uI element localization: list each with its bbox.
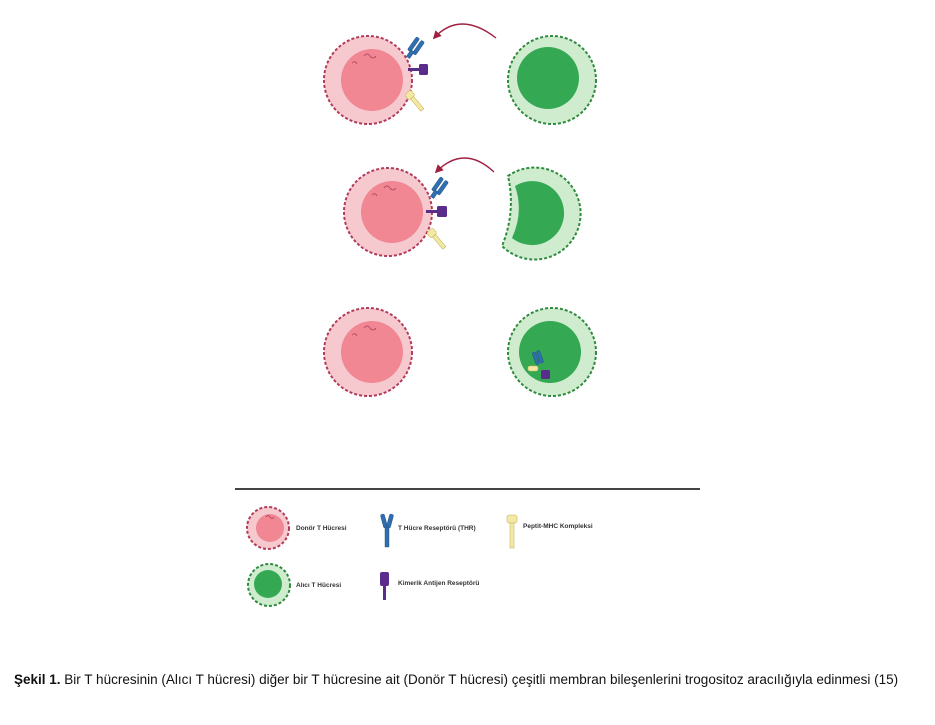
legend-label-pmhc: Peptit-MHC Kompleksi <box>523 523 593 530</box>
chimeric-antigen-receptor-icon <box>380 572 389 600</box>
donor-t-cell-icon <box>246 506 290 550</box>
caption-text: Bir T hücresinin (Alıcı T hücresi) diğer… <box>60 672 899 687</box>
t-cell-receptor-icon <box>430 176 449 199</box>
legend-item-car: Kimerik Antijen Reseptörü <box>380 572 479 600</box>
row-1-before-contact <box>323 23 597 125</box>
peptide-mhc-complex-icon <box>405 90 425 112</box>
legend-label-tcr: T Hücre Reseptörü (THR) <box>398 525 476 532</box>
curved-arrow-icon <box>432 23 497 40</box>
recipient-cell-row1 <box>507 35 597 125</box>
peptide-mhc-complex-icon <box>527 365 539 372</box>
legend-label-car: Kimerik Antijen Reseptörü <box>398 580 479 587</box>
legend: Donör T Hücresi Alıcı T Hücresi T Hücre … <box>246 506 593 607</box>
curved-arrow-icon <box>434 157 495 174</box>
donor-nucleus <box>341 49 403 111</box>
peptide-mhc-complex-icon <box>506 514 518 549</box>
t-cell-receptor-icon <box>532 350 544 365</box>
peptide-mhc-complex-icon <box>427 228 447 250</box>
row-2-trogocytosis <box>343 157 582 261</box>
recipient-cell-row2-engulfing <box>500 166 582 261</box>
figure-caption: Şekil 1. Bir T hücresinin (Alıcı T hücre… <box>14 671 929 688</box>
donor-cell-row2 <box>343 167 433 257</box>
chimeric-antigen-receptor-icon <box>541 370 550 379</box>
chimeric-antigen-receptor-icon <box>426 206 447 217</box>
legend-label-donor: Donör T Hücresi <box>296 525 347 532</box>
donor-cell-row3 <box>323 307 413 397</box>
row-3-after-transfer <box>323 307 597 397</box>
trogocytosis-figure: Donör T Hücresi Alıcı T Hücresi T Hücre … <box>235 23 700 607</box>
chimeric-antigen-receptor-icon <box>408 64 428 75</box>
legend-item-pmhc: Peptit-MHC Kompleksi <box>506 514 593 549</box>
recipient-cell-row3 <box>507 307 597 397</box>
legend-item-recipient: Alıcı T Hücresi <box>247 563 341 607</box>
legend-item-tcr: T Hücre Reseptörü (THR) <box>380 513 476 548</box>
t-cell-receptor-icon <box>406 36 425 59</box>
donor-cell-row1 <box>323 35 413 125</box>
caption-label: Şekil 1. <box>14 672 61 687</box>
t-cell-receptor-icon <box>380 513 394 548</box>
legend-label-recipient: Alıcı T Hücresi <box>296 582 341 589</box>
legend-item-donor: Donör T Hücresi <box>246 506 347 550</box>
recipient-t-cell-icon <box>247 563 291 607</box>
